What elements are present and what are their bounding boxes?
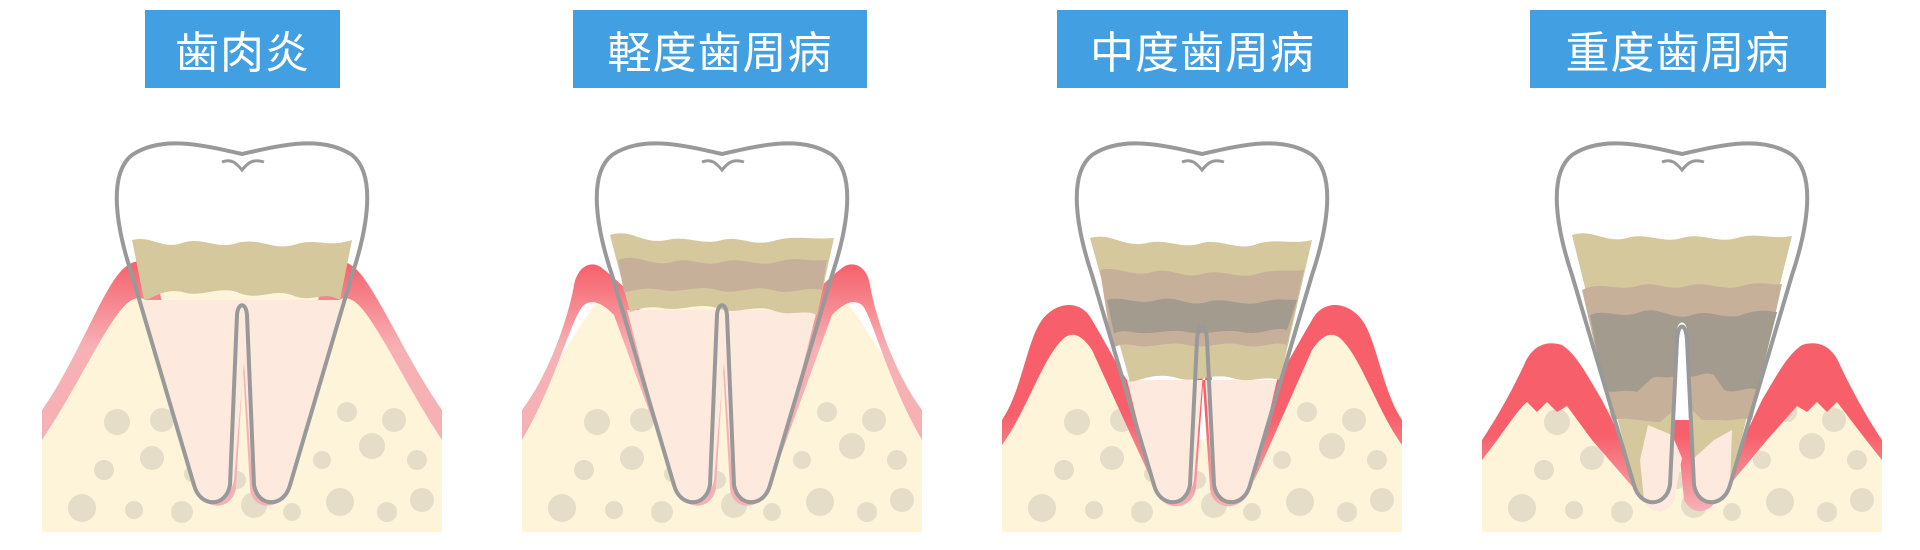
label-gingivitis: 歯肉炎	[145, 10, 340, 88]
root-inner	[142, 300, 342, 501]
diagram-gingivitis	[22, 140, 462, 540]
tartar	[132, 238, 352, 300]
label-mild-periodontitis: 軽度歯周病	[573, 10, 867, 88]
diagram-severe-periodontitis	[1462, 140, 1902, 540]
label-severe-periodontitis: 重度歯周病	[1530, 10, 1826, 88]
bone	[42, 278, 442, 532]
label-moderate-periodontitis: 中度歯周病	[1057, 10, 1348, 88]
diagram-moderate-periodontitis	[982, 140, 1422, 540]
tooth-outline	[114, 141, 370, 505]
diagram-mild-periodontitis	[502, 140, 942, 540]
